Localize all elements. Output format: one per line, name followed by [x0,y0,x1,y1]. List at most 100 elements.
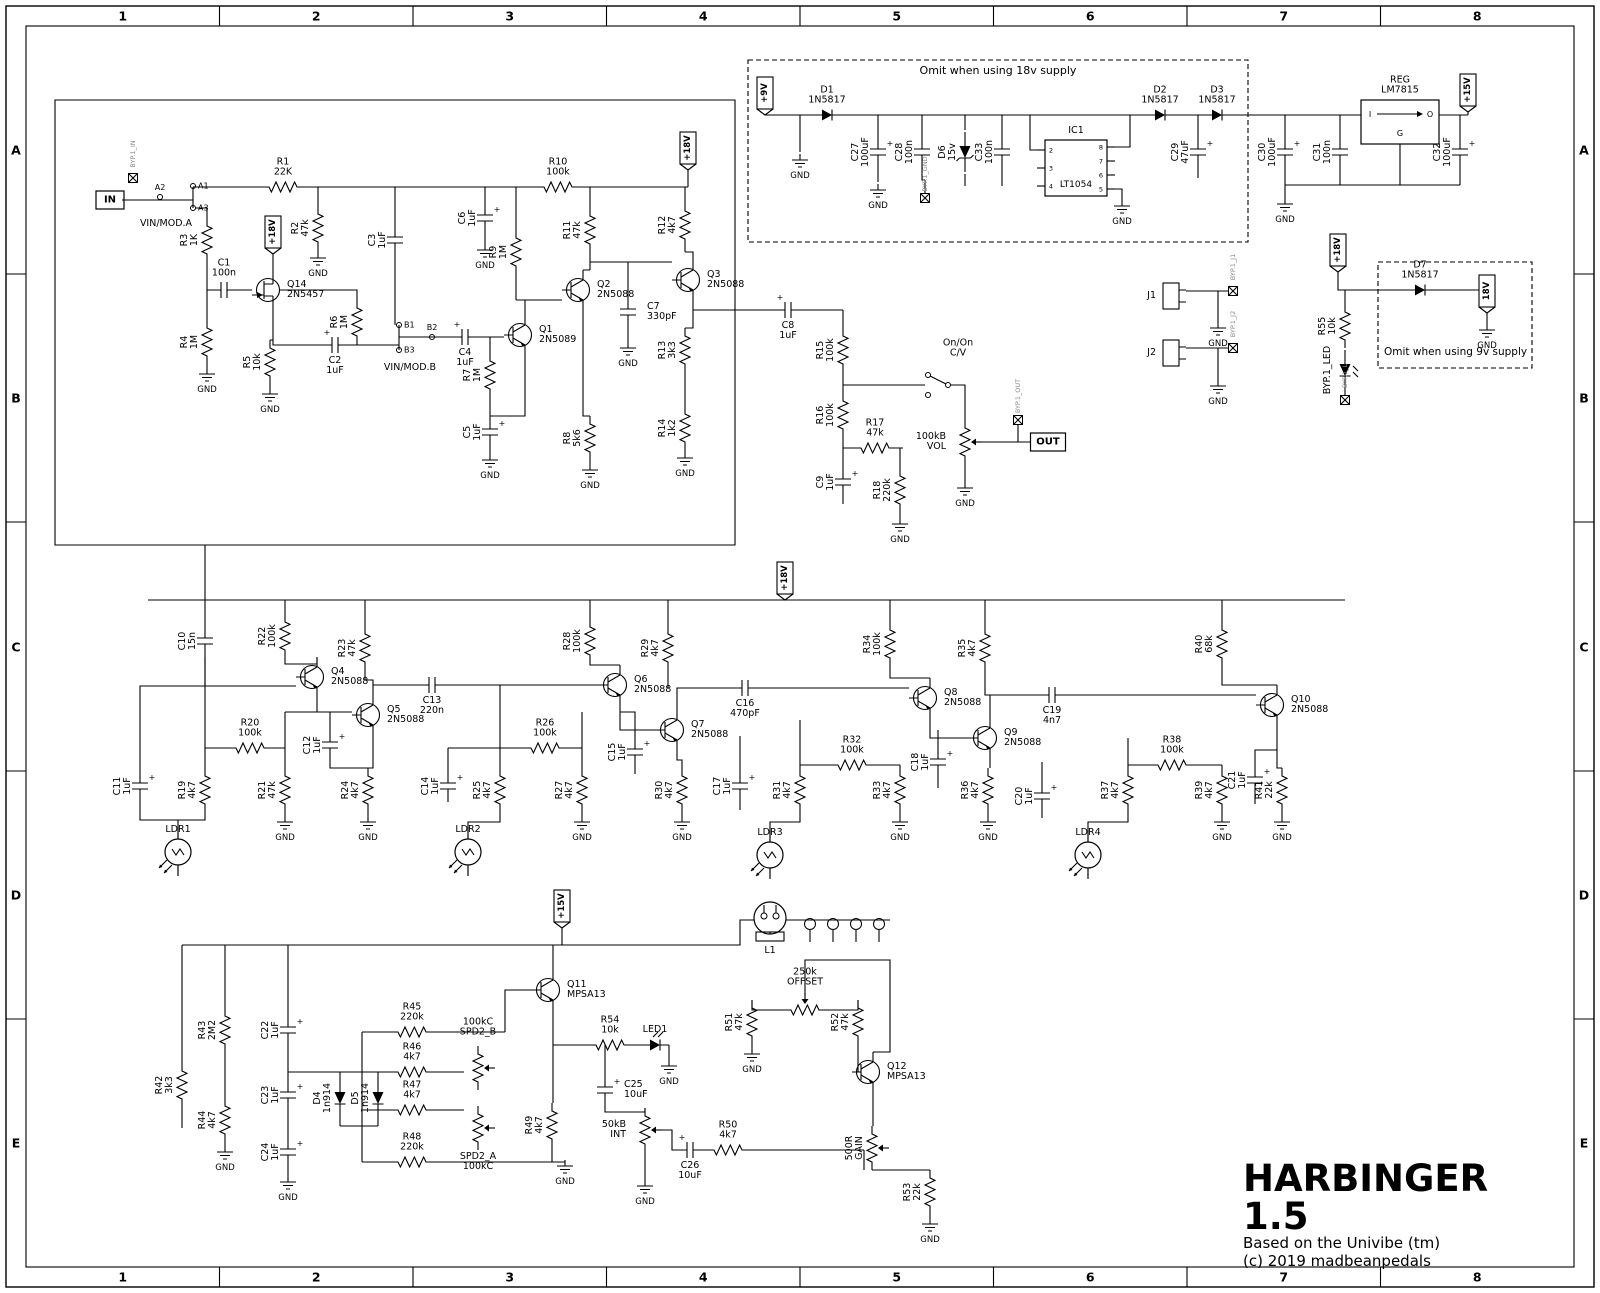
capacitor-symbol: + [772,293,804,318]
label-gnd: GND [675,469,695,479]
resistor-symbol [745,1000,759,1044]
label-gnd: GND [955,499,975,509]
svg-text:+: + [1294,139,1301,148]
resistor-symbol [793,768,807,812]
ground-symbol [892,518,908,532]
label-l1: L1 [764,945,776,956]
label-gnd: GND [308,269,328,279]
jack-symbol [1162,339,1186,367]
grid-column-label: 3 [505,8,515,24]
label-gnd: GND [572,833,592,843]
power-flag [679,131,697,171]
connector-pin [396,322,402,328]
label-gnd: GND [215,1163,235,1173]
ldr-symbol [448,830,482,876]
resistor-symbol [198,768,212,812]
resistor-symbol [1215,768,1229,812]
solder-pad [1340,395,1350,405]
ground-symbol [637,1180,653,1194]
ground-symbol [482,454,498,468]
grid-column-label: 4 [698,8,708,24]
label-vin-mod-a: VIN/MOD.A [139,217,193,229]
grid-row-label: E [1579,1135,1589,1151]
solder-pad [1228,286,1238,296]
label-gnd: GND [890,535,910,545]
power-flag [1478,274,1496,314]
ground-symbol [674,816,690,830]
resistor-symbol [530,180,586,194]
resistor-symbol [200,320,214,364]
label--15v: +15V [1463,77,1473,103]
svg-text:I: I [1369,110,1371,119]
resistor-symbol [824,758,880,772]
resistor-symbol [545,1103,559,1147]
grid-row-label: C [1579,639,1589,654]
power-flag [1329,233,1347,273]
resistor-symbol [311,206,325,250]
svg-text:+: + [454,320,461,329]
label-gnd: GND [978,833,998,843]
label-gnd: GND [1208,397,1228,407]
ground-symbol [477,244,493,258]
grid-row-label: B [1579,390,1589,406]
svg-text:8: 8 [1099,144,1103,152]
svg-text:+: + [644,739,651,748]
ground-symbol [310,252,326,266]
zener-diode-symbol [956,132,974,172]
capacitor-symbol: + [1452,136,1475,168]
connector-pin [190,205,196,211]
capacitor-symbol: + [732,770,755,802]
capacitor-symbol [1036,687,1068,703]
label-gnd: GND [260,405,280,415]
transistor-symbol [504,315,533,355]
label-gnd: GND [920,1235,940,1245]
svg-text:+: + [1207,139,1214,148]
resistor-symbol [583,416,597,460]
ground-symbol [922,1218,938,1232]
svg-text:+: + [457,773,464,782]
ground-symbol [1277,198,1293,212]
svg-text:+: + [947,749,954,758]
connector-pin [157,194,163,200]
resistor-symbol [278,614,292,658]
resistor-symbol [583,208,597,252]
transistor-symbol [909,678,938,718]
grid-row-label: E [11,1135,21,1151]
omit-9v-box [1377,261,1533,369]
label-ldr1: LDR1 [165,823,191,835]
ground-symbol [280,1176,296,1190]
connector-pin [429,334,435,340]
capacitor-symbol: + [1190,136,1213,168]
resistor-symbol [678,328,692,372]
resistor-symbol [200,218,214,262]
